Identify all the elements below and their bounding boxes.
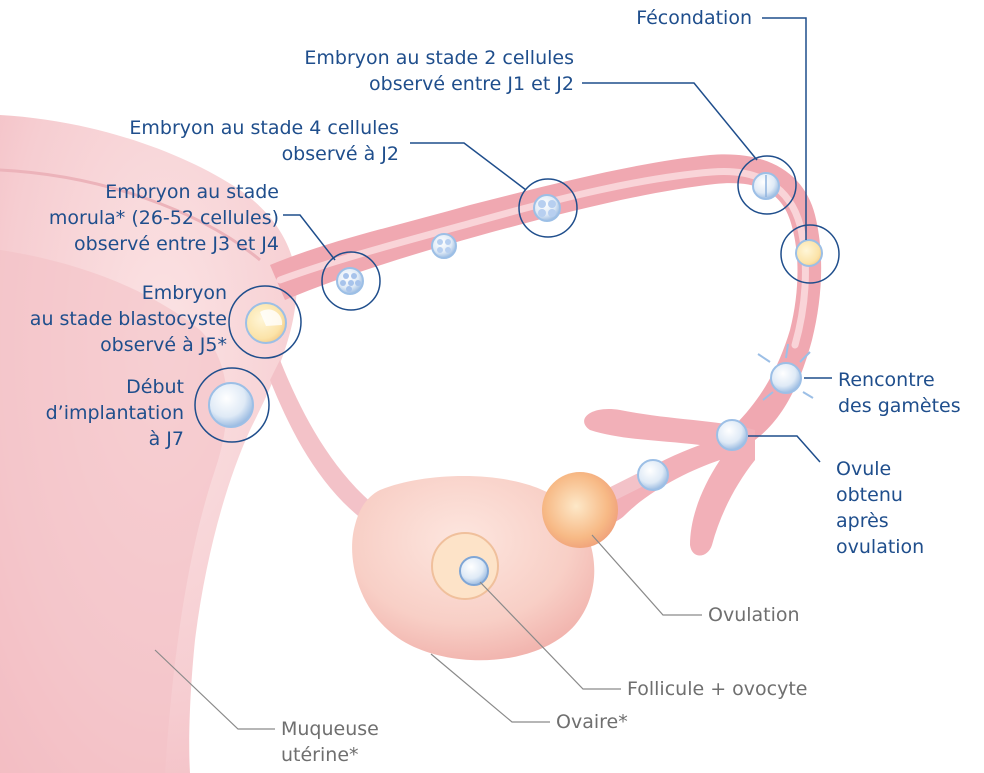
label-ovulation-text: Ovulation	[708, 602, 800, 628]
label-morula: Embryon au stade morula* (26-52 cellules…	[49, 179, 279, 257]
label-morula-line2: morula* (26-52 cellules)	[49, 205, 279, 231]
embryo-4-cells	[534, 195, 560, 221]
label-rencontre: Rencontre des gamètes	[838, 367, 961, 419]
label-rencontre-line1: Rencontre	[838, 367, 961, 393]
gamete-meeting	[771, 363, 801, 393]
implanting-embryo	[209, 383, 253, 427]
label-implantation-line3: à J7	[46, 426, 184, 452]
embryo-intermediate	[432, 234, 456, 258]
leader-ovulation	[592, 535, 702, 615]
label-ovule-line1: Ovule	[836, 456, 924, 482]
leader-ovule	[748, 436, 820, 462]
label-stage4-line2: observé à J2	[129, 141, 399, 167]
label-stage2: Embryon au stade 2 cellules observé entr…	[304, 45, 574, 97]
released-oocyte	[638, 460, 668, 490]
label-fecondation-text: Fécondation	[636, 5, 752, 31]
label-blastocyste-line3: observé à J5*	[30, 332, 227, 358]
label-morula-line3: observé entre J3 et J4	[49, 231, 279, 257]
label-ovule-line3: après	[836, 508, 924, 534]
label-ovule-line2: obtenu	[836, 482, 924, 508]
label-blastocyste-line1: Embryon	[30, 280, 227, 306]
ovulating-follicle	[542, 472, 618, 548]
label-ovaire: Ovaire*	[556, 709, 628, 735]
label-stage4-line1: Embryon au stade 4 cellules	[129, 115, 399, 141]
leader-stage2	[582, 83, 757, 160]
label-blastocyste: Embryon au stade blastocyste observé à J…	[30, 280, 227, 358]
label-follicule-text: Follicule + ovocyte	[627, 676, 808, 702]
leader-ovaire	[431, 654, 550, 722]
label-implantation-line2: d’implantation	[46, 400, 184, 426]
label-implantation: Début d’implantation à J7	[46, 374, 184, 452]
label-morula-line1: Embryon au stade	[49, 179, 279, 205]
label-muqueuse: Muqueuse utérine*	[281, 716, 379, 768]
label-muqueuse-line1: Muqueuse	[281, 716, 379, 742]
label-rencontre-line2: des gamètes	[838, 393, 961, 419]
label-ovaire-text: Ovaire*	[556, 709, 628, 735]
label-ovule: Ovule obtenu après ovulation	[836, 456, 924, 560]
label-blastocyste-line2: au stade blastocyste	[30, 306, 227, 332]
label-ovule-line4: ovulation	[836, 534, 924, 560]
label-stage4: Embryon au stade 4 cellules observé à J2	[129, 115, 399, 167]
follicle-oocyte	[460, 557, 488, 585]
fertilised-egg	[796, 240, 822, 266]
ligament	[270, 360, 380, 525]
label-fecondation: Fécondation	[636, 5, 752, 31]
label-implantation-line1: Début	[46, 374, 184, 400]
label-stage2-line2: observé entre J1 et J2	[304, 71, 574, 97]
label-muqueuse-line2: utérine*	[281, 742, 379, 768]
label-ovulation: Ovulation	[708, 602, 800, 628]
leader-stage4	[410, 143, 526, 190]
label-stage2-line1: Embryon au stade 2 cellules	[304, 45, 574, 71]
label-follicule: Follicule + ovocyte	[627, 676, 808, 702]
ovule	[717, 420, 747, 450]
